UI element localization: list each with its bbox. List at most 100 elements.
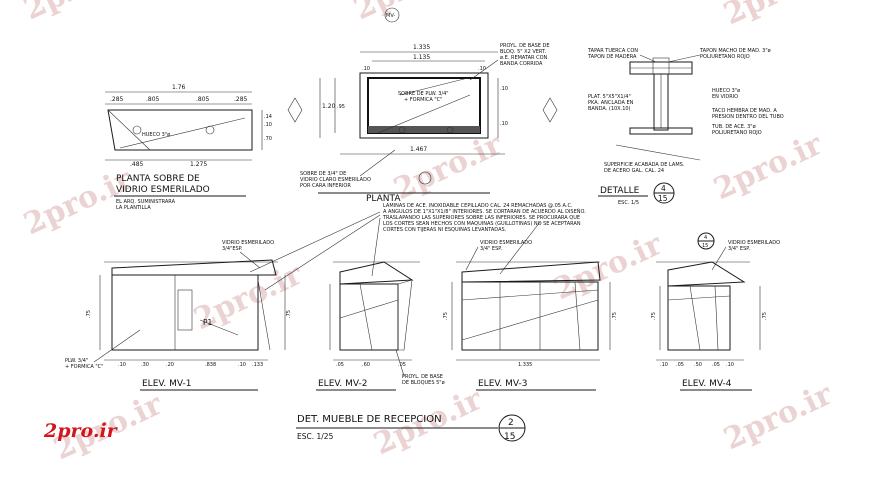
note-line: LAMINAS DE ACE. INOXIDABLE CEPILLADO CAL… xyxy=(383,203,573,209)
elev-note: 3/4" ESP. xyxy=(480,246,503,252)
section-note: SOBRE DE 3/4" DE xyxy=(300,171,346,177)
detail-note: TACO HEMBRA DE MAD. A xyxy=(711,108,777,114)
detail-note: DE ACERO GAL. CAL. 24 xyxy=(604,168,664,174)
dim-label: .285 xyxy=(110,96,124,103)
main-title-block: DET. MUEBLE DE RECEPCION ESC. 1/25 2 15 xyxy=(296,414,526,442)
elev-mark: P1 xyxy=(203,318,213,327)
section-note: PROYL. DE BASE DE xyxy=(500,43,550,49)
plan-title: VIDRIO ESMERILADO xyxy=(116,185,210,195)
watermark: 2pro.ir xyxy=(719,0,839,32)
elev-note: PROYL. DE BASE xyxy=(402,374,443,380)
detail-note: POLIURETANO ROJO xyxy=(700,54,750,60)
section-note: + FORMICA "C" xyxy=(404,97,442,103)
section-note: SOBRE DE PLW. 3/4" xyxy=(398,91,449,97)
dim-label: .838 xyxy=(205,362,216,368)
dim-label: .10 xyxy=(238,362,246,368)
detail-note: TUB. DE ACE. 3"ø xyxy=(711,124,756,130)
dim-label: .70 xyxy=(264,136,272,142)
dim-label: .10 xyxy=(478,66,486,72)
watermark: 2pro.ir xyxy=(19,0,139,27)
dim-label: .05 xyxy=(336,362,344,368)
elev-note: 3/4" ESP. xyxy=(728,246,751,252)
dim-label: .10 xyxy=(660,362,668,368)
dim-label: .10 xyxy=(500,121,508,127)
dim-label: .75 xyxy=(651,312,657,320)
section-title: PLANTA xyxy=(366,194,401,204)
detail-scale: ESC. 1/5 xyxy=(618,200,639,206)
detail-drawing: TAPAR TUERCA CON TAPON DE MADERA TAPON M… xyxy=(587,48,784,206)
detail-note: PLAT. 5"X5"X1/4" xyxy=(588,94,631,100)
elevation-mv4: 4 15 VIDRIO ESMERILADO 3/4" ESP. .10 .05… xyxy=(651,232,780,391)
detail-note: HUECO 3"ø xyxy=(712,88,740,94)
detail-note: POLIURETANO ROJO xyxy=(712,130,762,136)
plan-glass-top: 1.76 .285 .805 .805 .285 HUECO 3"ø .485 … xyxy=(105,84,272,211)
elevation-title: ELEV. MV-2 xyxy=(318,379,367,389)
dim-label: .133 xyxy=(252,362,263,368)
detail-note: PRESION DENTRO DEL TUBO xyxy=(712,114,784,120)
dim-label: .14 xyxy=(264,114,272,120)
watermark: 2pro.ir xyxy=(719,377,839,458)
dim-label: .10 xyxy=(362,66,370,72)
main-title: DET. MUEBLE DE RECEPCION xyxy=(297,414,442,425)
dim-label: .75 xyxy=(443,312,449,320)
elev-note: DE BLOQUES 5"ø xyxy=(402,380,445,386)
dim-label: .05 xyxy=(676,362,684,368)
elev-note: VIDRIO ESMERILADO xyxy=(728,240,780,246)
note-line: TRASLAPANDO LAS SUPERIORES SOBRE LAS INF… xyxy=(382,215,580,221)
detail-title: DETALLE xyxy=(600,186,640,196)
main-number: 2 xyxy=(508,418,514,428)
plan-section: MV- 1.335 1.135 .10 .10 SOBRE DE PLW. 3/… xyxy=(287,7,558,204)
dim-label: .75 xyxy=(86,310,92,318)
base-hatch xyxy=(368,126,480,133)
dim-label: .10 xyxy=(726,362,734,368)
elevation-title: ELEV. MV-4 xyxy=(682,379,732,389)
dim-label: 1.20 xyxy=(322,103,336,110)
dim-label: 1.76 xyxy=(172,84,186,91)
main-sheet: 15 xyxy=(504,432,515,442)
dim-label: 1.335 xyxy=(413,44,430,51)
detail-note: BANDA. (10X.10) xyxy=(588,106,631,112)
main-scale: ESC. 1/25 xyxy=(297,432,334,441)
watermark: 2pro.ir xyxy=(389,127,509,208)
note-line: LOS CORTES SEAN HECHOS CON MAQUINAS (GUI… xyxy=(383,221,581,227)
dim-label: .75 xyxy=(612,312,618,320)
note-line: CORTES CON TIJERAS NI ESQUINAS LEVANTADA… xyxy=(383,227,507,233)
watermark: 2pro.ir xyxy=(349,0,469,27)
plan-subtitle: EL ARQ. SUMINISTRARA xyxy=(116,199,176,205)
section-note: BANDA CORRIDA xyxy=(500,61,543,67)
detail-note: TAPON MACHO DE MAD. 3"ø xyxy=(699,48,771,54)
watermark: 2pro.ir xyxy=(549,227,669,308)
elev-note: PLW. 3/4" xyxy=(65,358,88,364)
brand-logo: 2pro.ir xyxy=(43,420,119,442)
dim-label: 1.335 xyxy=(518,362,532,368)
section-tag: MV- xyxy=(386,13,395,19)
dim-label: .75 xyxy=(286,310,292,318)
elev-note: VIDRIO ESMERILADO xyxy=(222,240,274,246)
note-line: A ANGULOS DE 1"X1"X1/8" INTERIORES. SE C… xyxy=(383,208,586,215)
dim-label: .805 xyxy=(146,96,160,103)
dim-label: .285 xyxy=(234,96,248,103)
elev-sheet: 15 xyxy=(702,243,708,249)
dim-label: .75 xyxy=(762,312,768,320)
elevation-mv1: VIDRIO ESMERILADO 3/4"ESP. P1 .10 .30 .2… xyxy=(65,240,292,391)
watermark: 2pro.ir xyxy=(709,127,829,208)
elevation-title: ELEV. MV-1 xyxy=(142,379,191,389)
dim-label: .30 xyxy=(141,362,149,368)
detail-number: 4 xyxy=(661,184,666,193)
dim-label: .485 xyxy=(130,161,144,168)
elevation-mv3: VIDRIO ESMERILADO 3/4" ESP. 1.335 .75 .7… xyxy=(443,240,618,391)
dim-label: .805 xyxy=(196,96,210,103)
dim-label: .10 xyxy=(264,122,272,128)
dim-label: .05 xyxy=(398,362,406,368)
dim-label: 1.467 xyxy=(410,146,427,153)
dim-label: .50 xyxy=(694,362,702,368)
dim-label: .60 xyxy=(362,362,370,368)
detail-sheet: 15 xyxy=(658,194,668,203)
watermarks: 2pro.ir 2pro.ir 2pro.ir 2pro.ir 2pro.ir … xyxy=(19,0,839,467)
dim-label: .05 xyxy=(712,362,720,368)
elevation-title: ELEV. MV-3 xyxy=(478,379,527,389)
section-note: VIDRIO CLARO ESMERILADO xyxy=(300,177,371,183)
elev-note: 3/4"ESP. xyxy=(222,246,243,252)
detail-note: TAPON DE MADERA xyxy=(587,54,637,60)
